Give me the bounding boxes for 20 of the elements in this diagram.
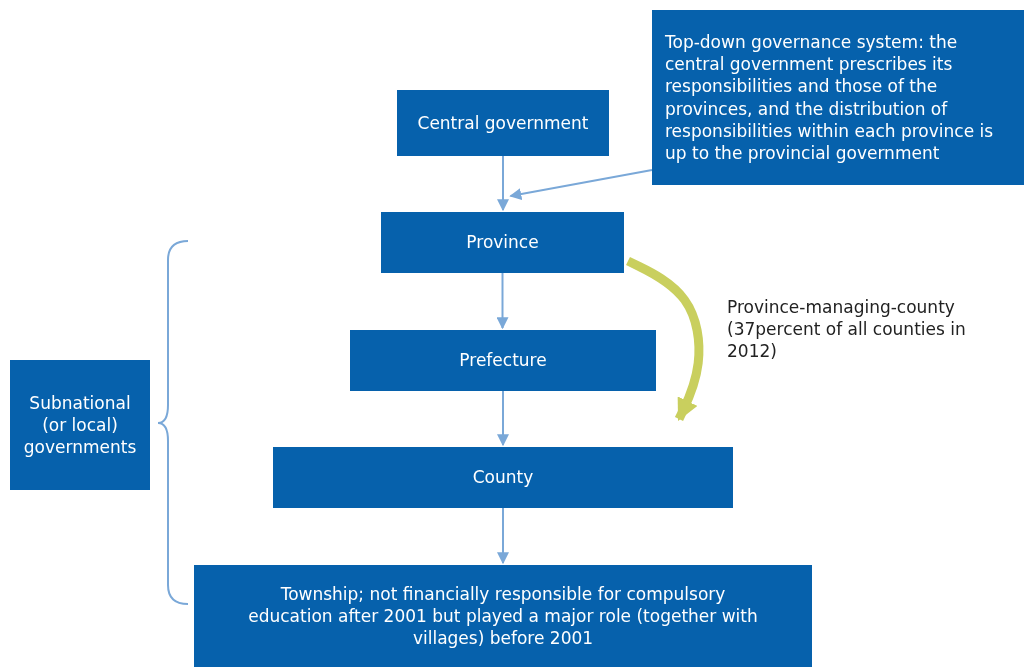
arrow <box>509 169 653 200</box>
node-text: Prefecture <box>459 349 547 372</box>
note-box <box>652 10 1024 185</box>
node-text: Top-down governance system: the central government prescribes its responsibilities and those of the provinces, and the distribution of responsibilities within each province is up to the provincial government <box>665 31 995 164</box>
process-box <box>350 330 656 391</box>
curved-arrow <box>626 256 704 421</box>
arrow <box>497 155 509 212</box>
process-box <box>273 447 733 508</box>
arrow <box>497 507 509 565</box>
arrow <box>496 272 509 330</box>
process-box <box>381 212 624 273</box>
node-text: County <box>472 466 534 489</box>
node-text: Subnational (or local) governments <box>22 391 138 459</box>
node-text: Central government <box>417 111 589 135</box>
process-box <box>397 90 609 156</box>
process-box <box>194 565 812 667</box>
node-text: Province <box>466 231 539 254</box>
process-box <box>10 360 150 490</box>
node-text: Township; not financially responsible for compulsory education after 2001 but played a major role (together with villages) before 2001 <box>247 582 759 650</box>
arrow <box>497 390 509 447</box>
